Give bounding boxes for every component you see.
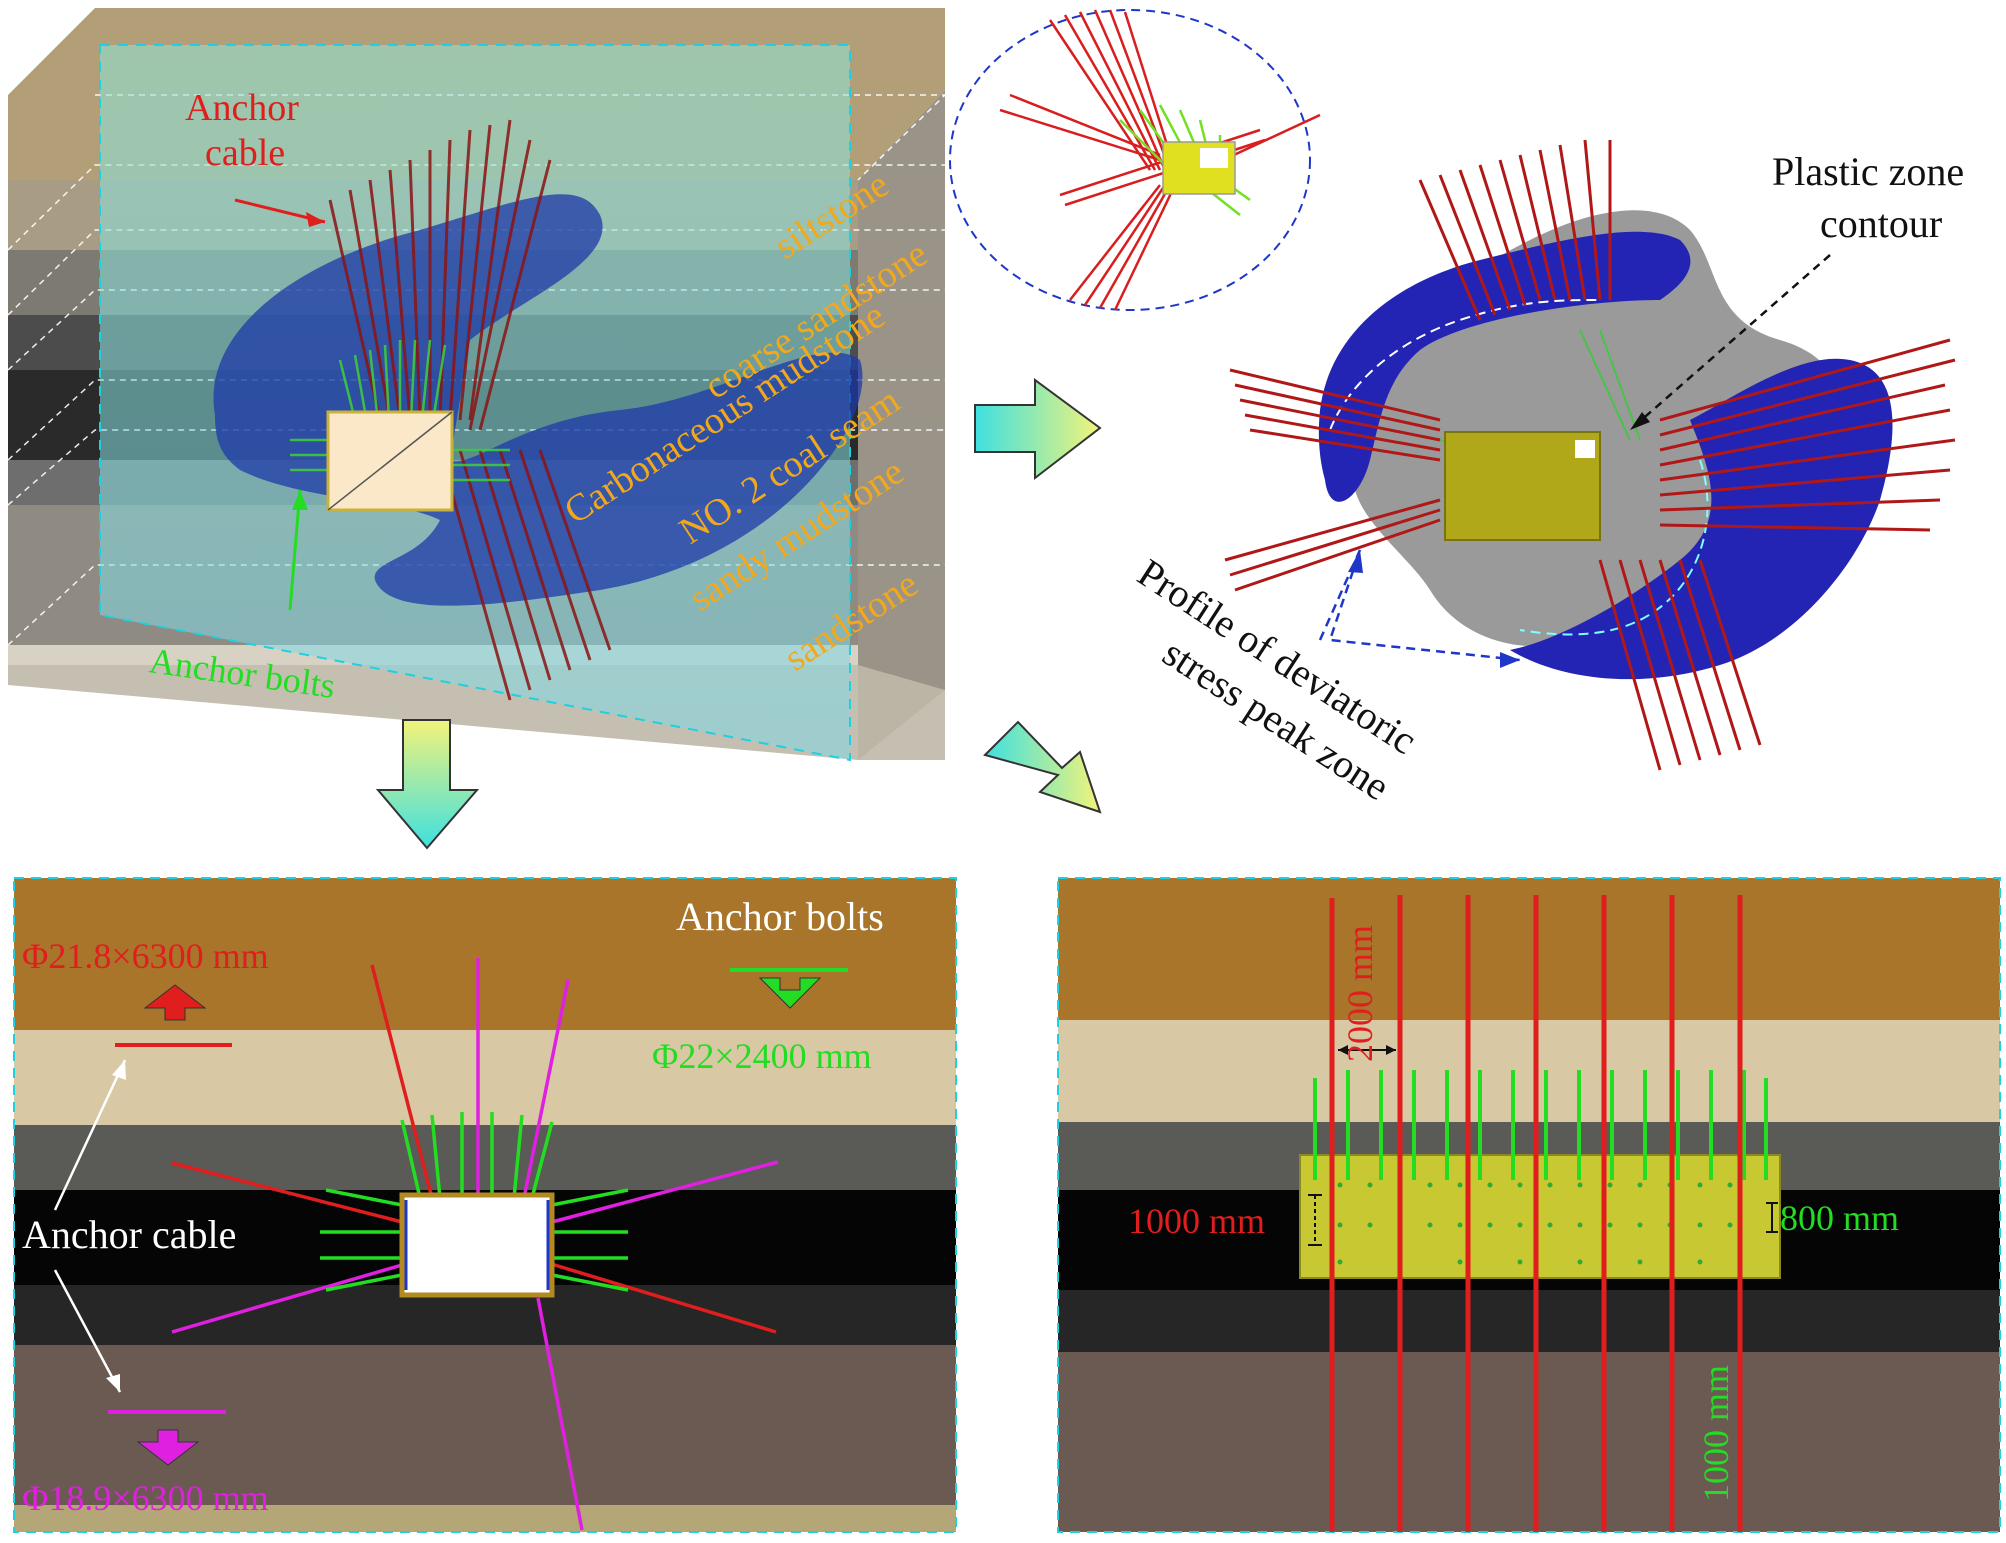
strata-block-3d: Anchor cable Anchor bolts siltstone coar… xyxy=(7,8,947,762)
label-bolt-spec: Φ22×2400 mm xyxy=(652,1036,872,1076)
arrow-down-icon xyxy=(375,719,480,850)
sl-layer-base xyxy=(14,1505,956,1532)
plan-support-layout: 2000 mm 1000 mm 800 mm 1000 mm xyxy=(1057,877,2001,1533)
section-support-layout: Anchor bolts Φ22×2400 mm Φ21.8×6300 mm A… xyxy=(13,877,957,1533)
plastic-zone-contour xyxy=(1318,231,1691,502)
label-anchor-bolts-section: Anchor bolts xyxy=(676,894,884,939)
roadway-block-3d xyxy=(1444,431,1601,541)
sl-layer-carbonaceous xyxy=(14,1125,956,1190)
label-cable-spec-red: Φ21.8×6300 mm xyxy=(22,936,269,976)
plastic-zone-view: Plastic zone contour Profile of deviator… xyxy=(949,9,1964,809)
legend-cable-red-arrow-icon xyxy=(143,984,207,1021)
label-spacing-bolt: 1000 mm xyxy=(1696,1365,1736,1502)
label-anchor-cable-3d-line2: cable xyxy=(205,132,285,174)
label-anchor-cable-section: Anchor cable xyxy=(22,1212,236,1257)
sl-layer-sandstone xyxy=(14,1345,956,1505)
arrow-deviatoric xyxy=(1318,549,1521,662)
pl-layer-coarse-sandstone xyxy=(1058,1020,2000,1122)
label-spacing-cable: 2000 mm xyxy=(1340,925,1380,1062)
arrow-right-icon xyxy=(974,378,1102,481)
roadway-band xyxy=(1299,1154,1781,1279)
legend-cable-magenta-arrow-icon xyxy=(136,1429,200,1466)
label-cable-spec-magenta: Φ18.9×6300 mm xyxy=(22,1478,269,1518)
inset-circle xyxy=(949,9,1311,311)
label-plastic-zone-line1: Plastic zone xyxy=(1772,149,1964,194)
label-width-left: 1000 mm xyxy=(1128,1201,1265,1241)
sl-frame xyxy=(13,877,957,1533)
roadway-section xyxy=(399,1192,555,1298)
arrow-plastic-zone xyxy=(1629,254,1831,431)
label-width-right: 800 mm xyxy=(1780,1198,1899,1238)
pl-layer-siltstone xyxy=(1058,878,2000,1020)
pl-layer-sandstone xyxy=(1058,1352,2000,1532)
pl-layer-sandy-mudstone xyxy=(1058,1290,2000,1352)
legend-bolt-arrow-icon xyxy=(758,977,822,1009)
pl-frame xyxy=(1057,877,2001,1533)
label-anchor-cable-3d-line1: Anchor xyxy=(185,87,299,129)
arrow-diagonal-icon xyxy=(983,720,1102,814)
block-side-face xyxy=(858,90,945,760)
label-plastic-zone-line2: contour xyxy=(1820,201,1942,246)
